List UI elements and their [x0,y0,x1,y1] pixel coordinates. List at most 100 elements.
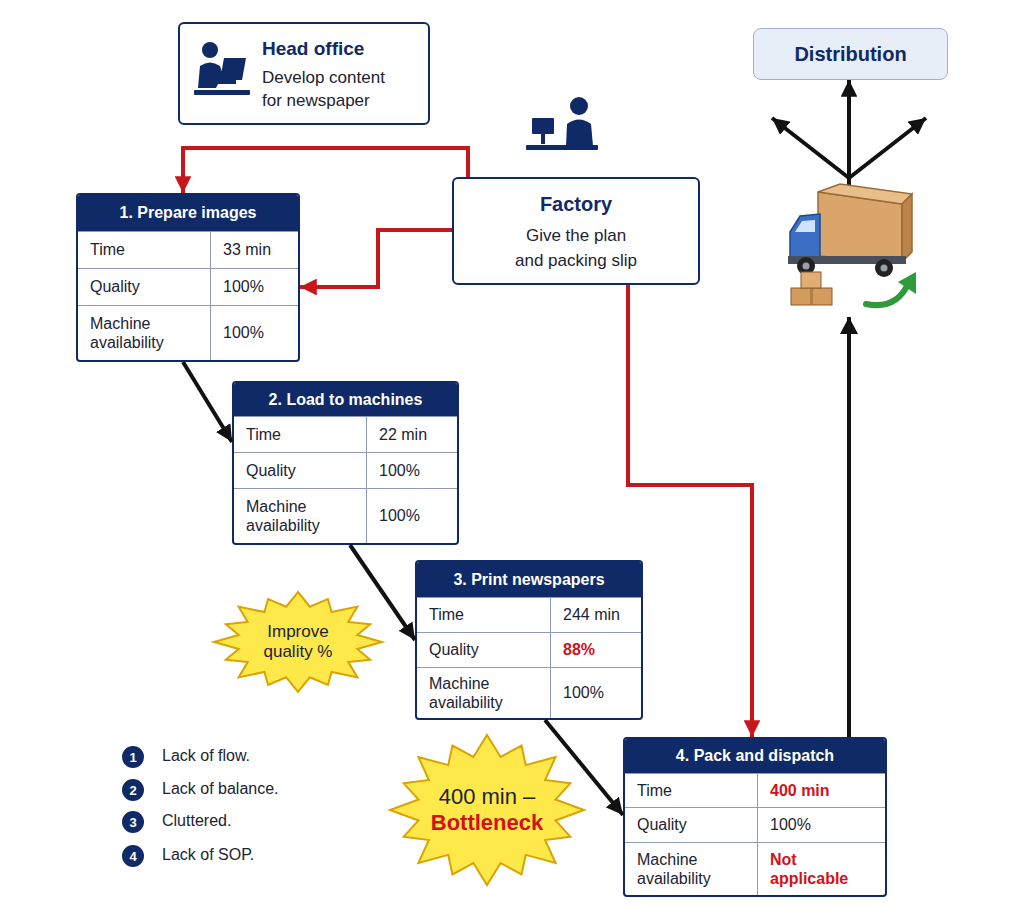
truck-window [795,220,815,232]
callout-number: 3 [122,811,144,833]
flow-arrow [183,148,468,193]
row-label: Time [234,416,366,452]
row-value: 33 min [210,231,298,268]
callout-number-text: 3 [129,815,136,830]
delivery-truck [788,184,916,334]
row-label: Quality [417,632,550,667]
truck-hub [881,265,888,272]
callout-number-text: 1 [129,750,136,765]
table-header: 3. Print newspapers [417,562,641,597]
box-body: Give the plan and packing slip [512,224,640,273]
row-value: 244 min [550,597,641,632]
truck-wheel [875,259,893,277]
row-label: Quality [234,452,366,488]
row-label: Machine availability [234,488,366,543]
process-table: 2. Load to machinesTime22 minQuality100%… [232,381,459,545]
starburst-content: Improve quality % [212,590,384,694]
return-arrow-head [898,272,916,294]
row-label: Machine availability [417,667,550,718]
row-value: 22 min [366,416,457,452]
note-text: Lack of flow. [162,747,250,765]
row-label: Machine availability [78,305,210,360]
row-value: 88% [550,632,641,667]
branch-arrow [772,118,849,178]
flow-arrow [545,720,623,815]
connector-group [183,80,849,815]
flow-arrow [350,545,415,640]
row-value: 100% [550,667,641,718]
process-table: 3. Print newspapersTime244 minQuality88%… [415,560,643,720]
starburst-shape [390,735,584,885]
truck-wheel [797,257,815,275]
icon-head [202,42,218,58]
row-label: Quality [78,268,210,305]
row-label: Time [78,231,210,268]
process-table: 4. Pack and dispatchTime400 minQuality10… [623,737,887,897]
icon-body [198,63,236,89]
callout-number: 4 [122,845,144,867]
callout-text: Bottleneck [431,810,543,836]
flow-arrow [183,362,232,442]
parcel-box [801,272,821,288]
table-header: 2. Load to machines [234,383,457,416]
row-label: Quality [625,807,757,842]
callout-starburst: Improve quality % [212,590,384,694]
row-value: Not applicable [757,842,885,895]
starburst-shape [214,592,382,692]
callout-number: 2 [122,779,144,801]
box-title: Distribution [794,43,906,66]
parcel-box [791,288,811,305]
callout-text: Improve quality % [248,622,348,663]
note-text: Cluttered. [162,812,231,830]
icon-monitor-stand [541,134,545,144]
note-text: Lack of SOP. [162,846,254,864]
branch-arrow [849,118,926,178]
truck-chassis [788,256,906,264]
row-value: 100% [366,452,457,488]
icon-monitor [532,118,554,134]
starburst-content: 400 min –Bottleneck [388,733,586,887]
callout-number-text: 4 [129,849,136,864]
office-worker-icon [194,42,250,95]
line-mask [843,264,855,317]
row-value: 100% [366,488,457,543]
icon-laptop [220,58,246,80]
note-text: Lack of balance. [162,780,279,798]
row-value: 100% [210,305,298,360]
return-arrow [866,284,908,305]
factory-worker-icon [526,97,598,150]
truck-cargo-side [902,194,912,262]
icon-body [566,120,593,147]
distribution-box: Distribution [753,28,948,80]
row-label: Time [417,597,550,632]
factory-box: FactoryGive the plan and packing slip [452,177,700,285]
flow-arrow [300,230,452,287]
arrow-head [840,317,858,334]
truck-cargo-top [818,184,912,204]
row-value: 100% [757,807,885,842]
table-header: 1. Prepare images [78,195,298,231]
box-body: Develop content for newspaper [262,67,397,113]
callout-number-text: 2 [129,783,136,798]
flow-arrow [628,285,752,737]
distribution-arrows [772,118,926,178]
icon-desk [194,90,250,95]
icon-head [570,97,588,115]
callout-number: 1 [122,746,144,768]
box-title: Head office [262,38,418,60]
office-box: Head officeDevelop content for newspaper [178,22,430,125]
row-value: 400 min [757,773,885,807]
icon-desk [526,145,598,150]
table-header: 4. Pack and dispatch [625,739,885,773]
process-table: 1. Prepare imagesTime33 minQuality100%Ma… [76,193,300,362]
truck-hub [803,263,810,270]
callout-starburst: 400 min –Bottleneck [388,733,586,887]
truck-cab [790,214,820,262]
callout-text: 400 min – [439,784,536,810]
row-label: Machine availability [625,842,757,895]
